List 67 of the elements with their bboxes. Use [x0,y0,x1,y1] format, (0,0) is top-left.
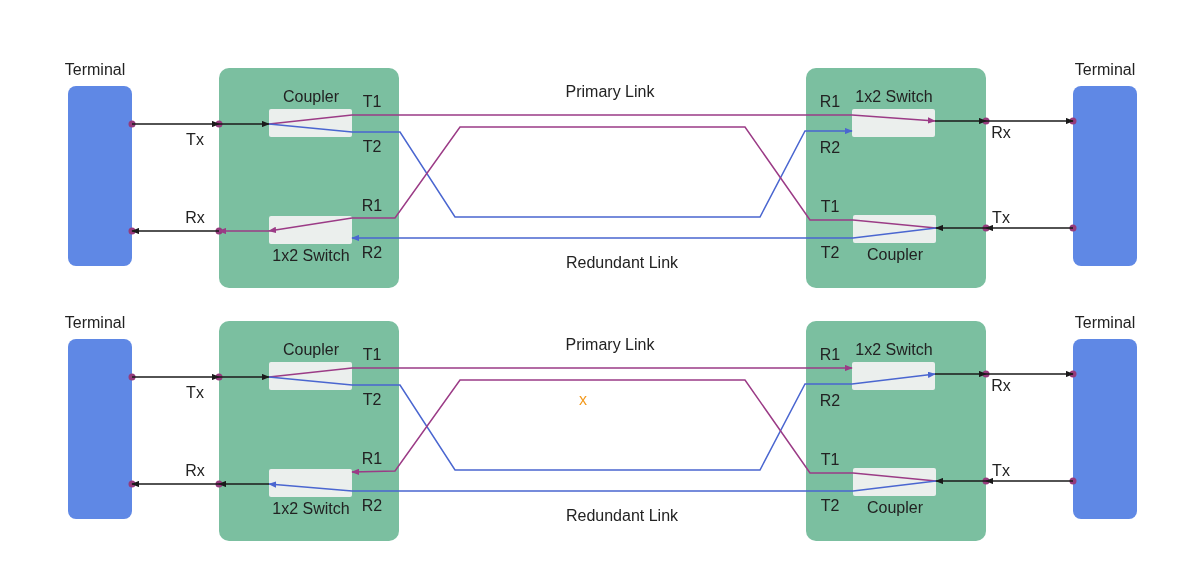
terminal-heading: Terminal [1073,313,1137,333]
component-label: 1x2 Switch [271,499,351,519]
fiber-arrow [351,379,937,482]
edge-label: Rx [990,123,1012,143]
edge-label: Tx [185,130,205,150]
module-panel [219,321,399,541]
port-label: R2 [360,496,384,516]
component-label: 1x2 Switch [854,340,934,360]
fiber-arrow [218,227,270,235]
edge-label: Primary Link [564,335,656,355]
terminal-heading: Terminal [1073,60,1137,80]
fiber-arrow [218,373,270,381]
component-label: 1x2 Switch [854,87,934,107]
fiber-arrow [351,227,937,242]
fiber-arrow [218,120,270,128]
port-label: T1 [361,92,383,112]
fiber-arrow [268,480,937,492]
fiber-arrow [985,477,1074,485]
port-label: R1 [360,196,384,216]
fiber-arrow [131,373,220,381]
port-label: T2 [361,390,383,410]
break-mark: x [578,390,588,410]
terminal-heading: Terminal [63,313,127,333]
fiber-arrow [935,477,987,485]
component-label: Coupler [866,498,924,518]
port-label: R2 [818,138,842,158]
fiber-arrow [268,371,936,471]
edge-label: Tx [185,383,205,403]
edge-label: Redundant Link [564,253,680,273]
edge-label: Rx [184,208,206,228]
fiber-arrow [268,126,937,234]
edge-label: Rx [990,376,1012,396]
fiber-arrow [985,370,1074,378]
edge-label: Tx [991,208,1011,228]
fiber-arrow [131,227,220,235]
fiber-arrow [934,370,987,378]
fiber-arrow [131,120,220,128]
port-label: T2 [361,137,383,157]
fiber-arrow [268,123,853,218]
fiber-arrow [131,480,220,488]
edge-label: Primary Link [564,82,656,102]
module-panel [806,68,986,288]
port-label: R2 [360,243,384,263]
fiber-arrow [934,117,987,125]
edge-label: Tx [991,461,1011,481]
terminal-heading: Terminal [63,60,127,80]
edge-label: Redundant Link [564,506,680,526]
component-label: 1x2 Switch [271,246,351,266]
port-label: T2 [819,243,841,263]
port-label: R1 [360,449,384,469]
port-label: T2 [819,496,841,516]
component-label: Coupler [866,245,924,265]
fiber-arrow [218,480,270,488]
fiber-arrow [985,224,1074,232]
module-panel [806,321,986,541]
component-label: Coupler [282,340,340,360]
fiber-arrow [985,117,1074,125]
fiber-arrow [935,224,987,232]
port-label: T1 [361,345,383,365]
port-label: T1 [819,450,841,470]
port-label: R1 [818,92,842,112]
module-panel [219,68,399,288]
component-label: Coupler [282,87,340,107]
edge-label: Rx [184,461,206,481]
port-label: R2 [818,391,842,411]
port-label: R1 [818,345,842,365]
port-label: T1 [819,197,841,217]
